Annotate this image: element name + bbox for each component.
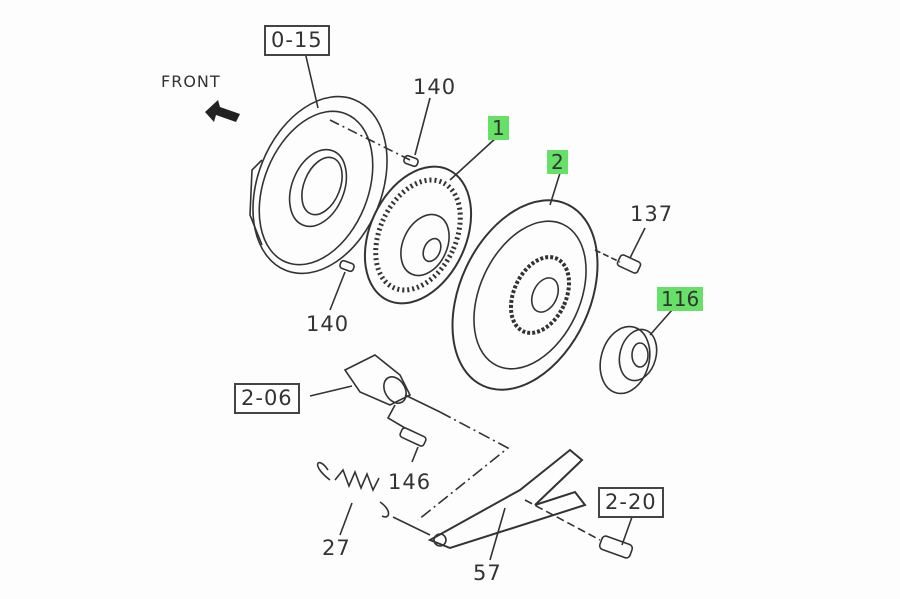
- callout-pressure-plate[interactable]: 2: [547, 150, 568, 174]
- release-fork: [427, 448, 587, 550]
- callout-fork: 57: [473, 561, 502, 585]
- release-bearing: [599, 325, 658, 395]
- callout-bolt-137: 137: [630, 202, 674, 226]
- callout-dowel-top: 140: [413, 75, 457, 99]
- front-direction-label: FRONT: [161, 72, 221, 91]
- reference-box-flywheel[interactable]: 0-15: [264, 25, 330, 57]
- callout-dowel-bottom: 140: [306, 312, 350, 336]
- clutch-disc: [363, 165, 473, 305]
- callout-release-bearing[interactable]: 116: [657, 287, 704, 311]
- reference-box-slave-cylinder[interactable]: 2-06: [234, 383, 300, 415]
- flywheel: [249, 95, 388, 275]
- slave-cylinder: [343, 354, 441, 413]
- callout-spring: 27: [322, 536, 351, 560]
- reference-box-pivot[interactable]: 2-20: [598, 487, 664, 519]
- return-spring: [316, 461, 390, 518]
- callout-disc[interactable]: 1: [488, 116, 509, 140]
- front-arrow-icon: [205, 100, 240, 122]
- pressure-plate: [451, 199, 599, 391]
- callout-bolt-146: 146: [388, 470, 432, 494]
